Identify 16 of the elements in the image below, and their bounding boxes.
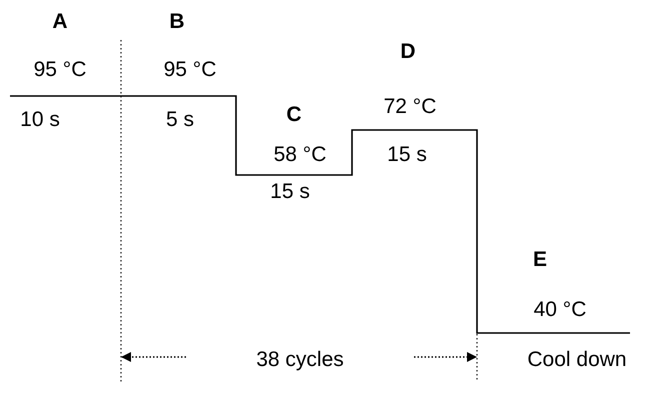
temperature-label: 58 °C (274, 143, 326, 167)
phase-label: Cool down (527, 348, 627, 372)
cycle-count-label: 38 cycles (256, 348, 344, 372)
duration-label: 15 s (387, 143, 427, 167)
step-letter: D (400, 40, 416, 64)
step-letter: C (286, 103, 302, 127)
step-letter: E (533, 248, 547, 272)
duration-label: 15 s (270, 180, 310, 204)
temperature-label: 95 °C (34, 58, 86, 82)
step-letter: B (169, 10, 185, 34)
step-letter: A (52, 10, 68, 34)
temperature-label: 72 °C (384, 95, 436, 119)
duration-label: 5 s (166, 108, 194, 132)
duration-label: 10 s (20, 108, 60, 132)
temperature-label: 40 °C (534, 298, 586, 322)
temperature-label: 95 °C (164, 58, 216, 82)
